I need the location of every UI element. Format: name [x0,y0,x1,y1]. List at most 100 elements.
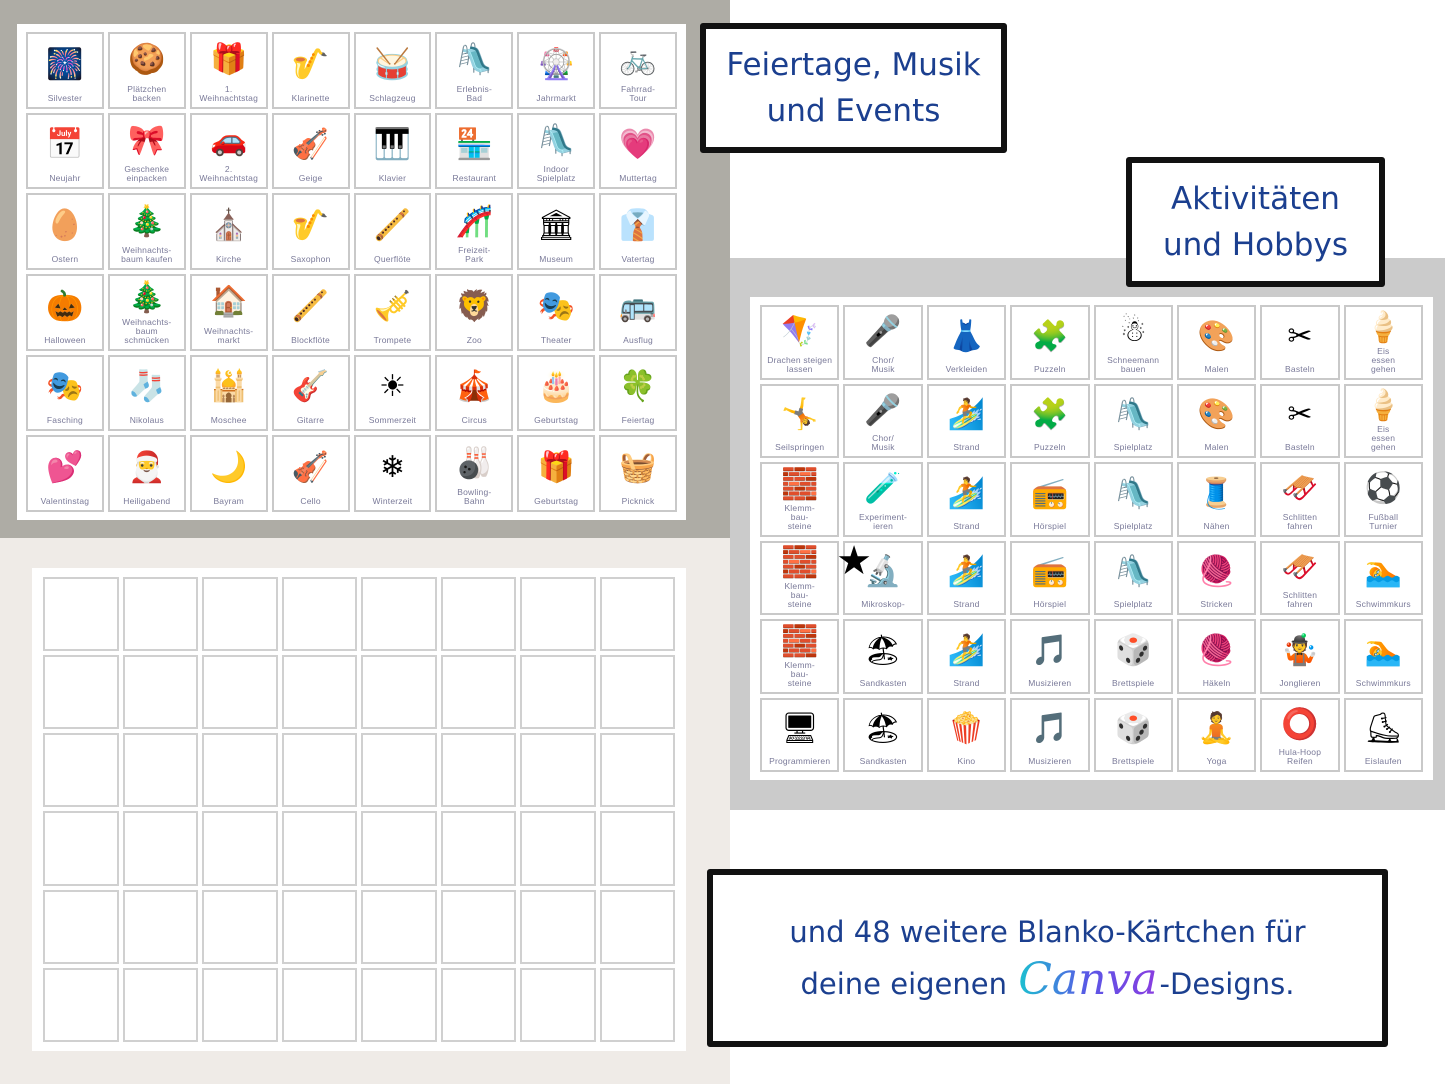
blank-card [202,889,278,964]
card-illustration-icon: 🎃 [46,288,84,324]
blank-card [599,733,675,808]
hobby-card: ⛸Eislaufen [1343,697,1423,772]
card-label: Ostern [51,253,79,264]
card-label: Eis essen gehen [1370,424,1396,452]
blank-card [202,967,278,1042]
card-illustration-icon: 🤹 [1281,632,1319,668]
card-illustration-icon: 🧘 [1197,711,1236,747]
card-illustration-icon: 🥚 [46,208,84,244]
blank-card [43,577,119,652]
card-illustration-icon: 🎭 [46,369,84,405]
hobby-card: 🛝Spielplatz [1093,540,1173,615]
hobby-card: 🏊Schwimmkurs [1343,619,1423,694]
card-illustration-icon: 🎅 [128,450,166,486]
card-label: Spielplatz [1113,520,1153,531]
hobby-card: 🪁Drachen steigen lassen [760,305,840,380]
holiday-card: 🪈Querflöte [353,193,432,270]
card-label: Yoga [1206,756,1227,766]
card-label: Basteln [1285,442,1315,452]
card-label: Drachen steigen lassen [767,354,833,374]
star-icon: ★ [836,538,872,584]
card-label: Museum [539,253,574,264]
card-illustration-icon: 🍦 [1364,388,1402,424]
card-illustration-icon: 🚌 [619,288,657,324]
card-label: 1. Weihnachtstag [199,83,259,103]
card-label: Programmieren [769,756,831,766]
card-illustration-icon: 🪈 [373,208,412,244]
card-illustration-icon: 🔬 [864,554,902,590]
holiday-card: 🎄Weihnachts- baum kaufen [107,193,186,270]
card-illustration-icon: 🎸 [291,369,330,405]
holiday-card: 🎷Saxophon [271,193,350,270]
card-illustration-icon: 🏠 [210,284,248,320]
card-label: Moschee [210,415,247,426]
card-illustration-icon: 🏛 [537,208,576,244]
card-illustration-icon: 🚗 [210,122,248,158]
card-illustration-icon: 🛷 [1281,471,1319,507]
hobby-card: 🏄Strand [926,619,1007,694]
holiday-card: 🍪Plätzchen backen [107,32,186,109]
hobby-card: 🛷Schlitten fahren [1260,540,1340,615]
card-label: Hörspiel [1033,520,1067,531]
card-illustration-icon: 🥁 [373,46,412,82]
card-illustration-icon: 🦁 [455,288,493,324]
blank-card [43,811,119,886]
blank-card [43,733,119,808]
card-illustration-icon: 🎡 [537,46,575,82]
card-label: Jahrmarkt [536,92,576,103]
card-illustration-icon: 🍪 [128,42,166,78]
hobby-card: 🧵Nähen [1176,462,1257,537]
card-illustration-icon: 🛷 [1281,549,1319,585]
card-illustration-icon: 🏄 [947,632,986,668]
hobby-card: 🎨Malen [1176,383,1257,458]
holiday-card: 🦁Zoo [435,273,514,351]
card-label: Weihnachts- markt [204,325,254,345]
card-illustration-icon: 🪈 [291,288,330,324]
holiday-card: 🎅Heiligabend [107,435,186,512]
card-illustration-icon: 📅 [46,127,84,163]
card-label: Verkleiden [945,363,988,374]
blank-card [122,733,198,808]
card-label: Malen [1204,442,1229,452]
holiday-card: 🏪Restaurant [435,112,514,190]
blank-card [520,967,596,1042]
holiday-card: 🎸 Gitarre [271,354,350,432]
blank-card [43,655,119,730]
card-label: Klemm- bau- steine [784,659,815,688]
hobby-card: ⚽Fußball Turnier [1343,462,1423,537]
hobby-card: 🎲Brettspiele [1093,619,1173,694]
hobby-card: 🏄Strand [926,540,1007,615]
card-label: Basteln [1285,363,1315,374]
blank-card [43,889,119,964]
holiday-card: 🎡 Jahrmarkt [517,32,596,109]
card-illustration-icon: 🎀 [128,122,166,158]
card-illustration-icon: 🧶 [1197,554,1236,590]
blank-card [281,811,357,886]
blank-card [440,733,516,808]
holiday-card: 🚌Ausflug [599,273,677,351]
card-illustration-icon: 🎻 [291,450,330,486]
holiday-card: 🥚 Ostern [26,193,104,270]
holiday-card: 🎢Freizeit- Park [435,193,514,270]
card-illustration-icon: 💗 [619,127,657,163]
card-label: Musizieren [1028,677,1072,688]
card-label: Halloween [44,334,86,345]
card-illustration-icon: 🧱 [781,466,819,502]
hobby-card: 🎨Malen [1176,305,1257,380]
card-illustration-icon: ☀ [378,369,406,405]
hobby-card: ✂Basteln [1260,305,1340,380]
card-illustration-icon: 🚲 [619,42,657,78]
blank-card [520,733,596,808]
card-illustration-icon: 🛝 [537,122,575,158]
card-label: Freizeit- Park [458,244,491,264]
card-illustration-icon: 🎪 [455,369,493,405]
blank-card [440,889,516,964]
card-label: Fußball Turnier [1368,511,1399,531]
holiday-card: 💗Muttertag [599,112,677,190]
hobby-card: ⭕Hula-Hoop Reifen [1260,697,1340,772]
card-label: Spielplatz [1113,599,1153,609]
holiday-card: 🥁Schlagzeug [353,32,432,109]
card-label: Gitarre [296,415,325,426]
holiday-card: 🧺Picknick [599,435,677,512]
hobby-card: 🎤Chor/ Musik [843,383,923,458]
